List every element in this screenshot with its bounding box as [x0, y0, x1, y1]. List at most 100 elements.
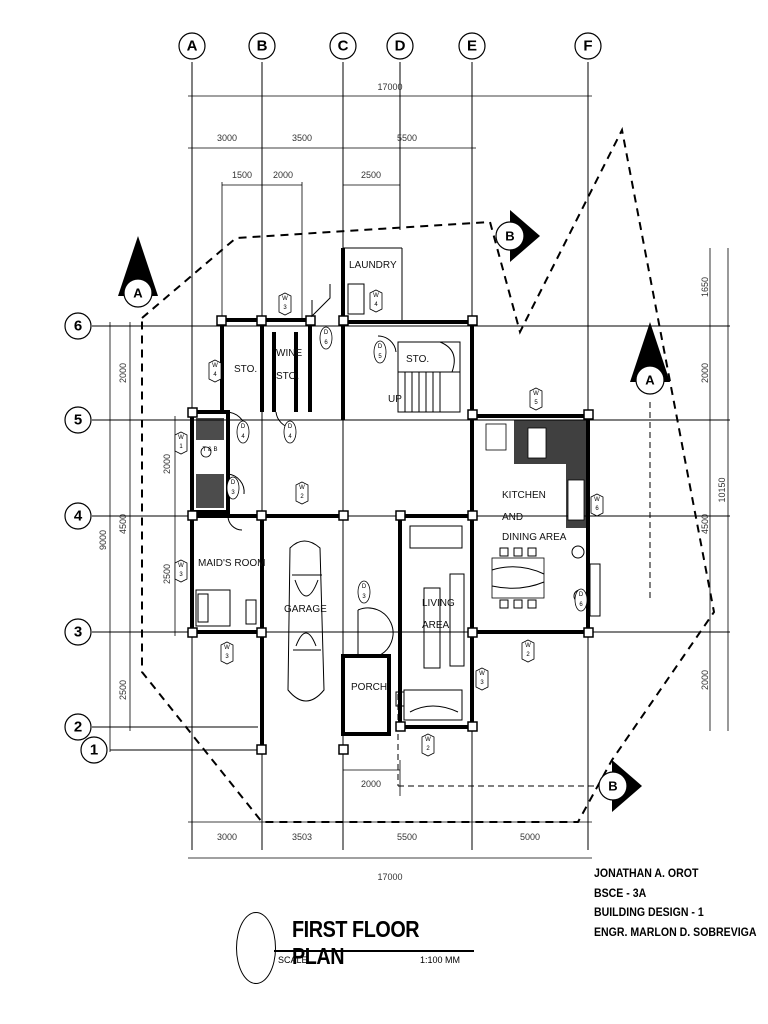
door-tag: D6	[574, 588, 588, 612]
grid-row-6: 6	[74, 318, 82, 335]
window-tag: W3	[278, 292, 292, 316]
staircase	[397, 341, 461, 413]
window-tag: W1	[174, 431, 188, 455]
toilet-label: T & B	[203, 447, 218, 453]
svg-text:4: 4	[374, 302, 378, 308]
dim-top-overall: 17000	[377, 82, 402, 92]
section-marker-a-left: A	[118, 236, 158, 308]
section-marker-b-top: B	[495, 210, 540, 262]
dim-left-seg-2: 4500	[118, 514, 128, 534]
title-underline	[274, 950, 474, 952]
svg-text:D: D	[288, 424, 293, 430]
bath-fixtures: T & B	[196, 418, 224, 508]
horizontal-grid-lines	[92, 325, 730, 751]
grid-row-1: 1	[90, 742, 98, 759]
dim-left-sub-1: 2000	[162, 454, 172, 474]
dim-porch-width: 2000	[361, 779, 381, 789]
section-marker-b-bottom: B	[598, 760, 642, 812]
dim-top-sub-3: 2500	[361, 170, 381, 180]
svg-text:W: W	[178, 435, 184, 441]
room-storage: STO.	[234, 364, 257, 375]
title-block: FIRST FLOOR PLAN SCALE 1:100 MM	[236, 906, 484, 986]
grid-col-c: C	[338, 38, 349, 55]
room-wine-storage-1: WINE	[276, 348, 302, 359]
stair-up-label: UP	[388, 394, 402, 405]
row-grid-bubbles: 6 5 4 3 2 1	[64, 312, 108, 764]
scale-value: 1:100 MM	[420, 955, 461, 965]
door-tag: D3	[226, 476, 240, 500]
svg-text:3: 3	[480, 680, 484, 686]
author-section: BSCE - 3A	[594, 885, 647, 900]
svg-text:6: 6	[579, 602, 583, 608]
svg-text:B: B	[505, 229, 514, 244]
svg-text:W: W	[224, 645, 230, 651]
author-name: JONATHAN A. OROT	[594, 866, 699, 880]
svg-text:W: W	[212, 363, 218, 369]
room-labels: LAUNDRY STO. WINE STO. STO. UP KITCHEN A…	[198, 260, 567, 693]
dim-left-sub-2: 2500	[162, 564, 172, 584]
svg-text:D: D	[579, 592, 584, 598]
window-tag: W6	[590, 493, 604, 517]
door-tag: D4	[283, 420, 297, 444]
window-tag: W3	[174, 559, 188, 583]
svg-text:A: A	[645, 373, 655, 388]
dim-right-seg-2: 4500	[700, 514, 710, 534]
right-dimensions: 1650 2000 4500 2000 10150	[700, 248, 729, 731]
svg-text:B: B	[608, 779, 617, 794]
roof-outline	[141, 126, 716, 823]
laundry-fixtures	[311, 283, 365, 318]
grid-row-3: 3	[74, 624, 82, 641]
title-circle-symbol	[236, 912, 276, 984]
svg-text:4: 4	[241, 434, 245, 440]
window-tag: W3	[220, 641, 234, 665]
grid-row-2: 2	[74, 719, 82, 736]
door-tag: D6	[319, 326, 333, 350]
window-tags: W3 W4 W4 W5 W1 W2 W6 W3 W3 W2 W3 W2	[174, 289, 604, 757]
door-tag: D3	[357, 580, 371, 604]
svg-text:6: 6	[324, 340, 328, 346]
column-posts	[187, 315, 594, 755]
grid-col-f: F	[583, 38, 592, 55]
dim-top-seg-3: 5500	[397, 133, 417, 143]
svg-text:W: W	[282, 296, 288, 302]
garage-car	[287, 540, 325, 702]
grid-col-a: A	[187, 38, 198, 55]
room-kitchen-3: DINING AREA	[502, 532, 567, 543]
svg-text:W: W	[373, 293, 379, 299]
svg-text:W: W	[525, 643, 531, 649]
living-furniture	[395, 525, 465, 721]
svg-text:W: W	[533, 391, 539, 397]
section-marker-a-right: A	[630, 322, 670, 395]
course-name: BUILDING DESIGN - 1	[594, 905, 704, 919]
window-tag: W3	[475, 667, 489, 691]
room-kitchen-1: KITCHEN	[502, 490, 546, 501]
dim-bot-seg-1: 3000	[217, 832, 237, 842]
svg-text:W: W	[479, 671, 485, 677]
svg-text:2: 2	[526, 652, 530, 658]
svg-text:W: W	[299, 485, 305, 491]
dim-right-top: 1650	[700, 277, 710, 297]
svg-text:3: 3	[225, 654, 229, 660]
svg-text:D: D	[378, 344, 383, 350]
dim-bot-seg-3: 5500	[397, 832, 417, 842]
svg-text:D: D	[241, 424, 246, 430]
column-grid-bubbles: A B C D E F	[178, 32, 602, 60]
svg-text:4: 4	[288, 434, 292, 440]
room-living-2: AREA	[422, 620, 450, 631]
svg-text:3: 3	[179, 572, 183, 578]
left-dimensions: 9000 2000 4500 2500 2000 2500	[98, 322, 176, 752]
window-tag: W2	[295, 481, 309, 505]
dim-left-seg-1: 2000	[118, 363, 128, 383]
room-living-1: LIVING	[422, 598, 455, 609]
svg-text:1: 1	[179, 444, 183, 450]
top-dimensions: 17000 3000 3500 5500 1500 2000 2500	[188, 82, 592, 320]
door-tags: D6 D4 D4 D5 D3 D6 D3	[226, 326, 588, 612]
svg-text:2: 2	[426, 746, 430, 752]
dim-top-sub-1: 1500	[232, 170, 252, 180]
dim-left-seg-3: 2500	[118, 680, 128, 700]
grid-col-e: E	[467, 38, 477, 55]
svg-text:2: 2	[300, 494, 304, 500]
instructor-name: ENGR. MARLON D. SOBREVIGA	[594, 924, 757, 939]
author-block: JONATHAN A. OROT BSCE - 3A BUILDING DESI…	[594, 864, 757, 942]
dim-right-seg-3: 2000	[700, 670, 710, 690]
